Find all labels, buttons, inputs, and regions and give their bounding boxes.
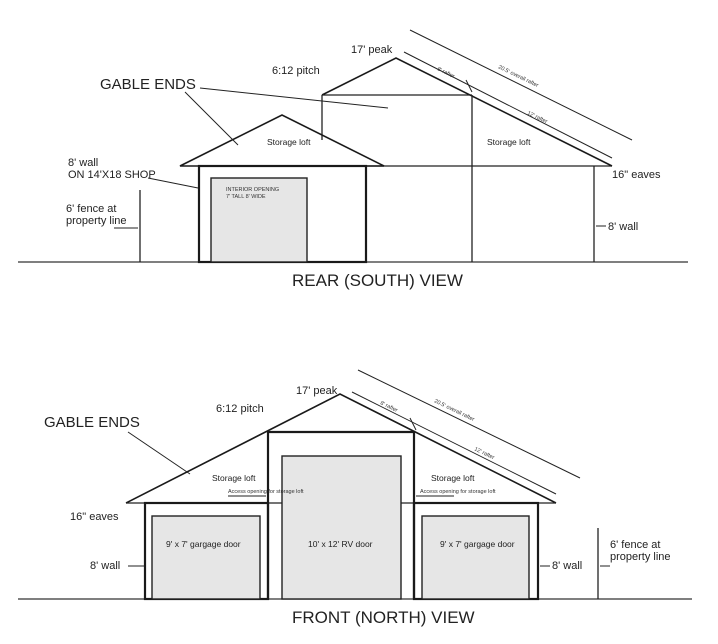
front-rafter-dim-tick (409, 417, 417, 431)
rear-rafter-dim-outer (409, 29, 633, 141)
rear-view: GABLE ENDS 17' peak 6:12 pitch 8' rafter… (18, 29, 688, 290)
front-right-door-label: 9' x 7' gargage door (440, 539, 515, 549)
front-gable-ends-label: GABLE ENDS (44, 414, 140, 431)
front-access-note-right: Access opening for storage loft (420, 489, 496, 495)
rear-rafter-12-label: 12' rafter (526, 110, 548, 125)
rear-gable-leader-2 (199, 87, 389, 109)
front-left-door-label: 9' x 7' gargage door (166, 539, 241, 549)
rear-view-title: REAR (SOUTH) VIEW (292, 271, 463, 290)
rear-pitch-label: 6:12 pitch (272, 65, 320, 77)
rear-shop-wall-label-1: 8' wall (68, 157, 98, 169)
front-peak-label: 17' peak (296, 385, 338, 397)
front-rafter-short-label: 8' rafter (379, 400, 398, 414)
front-view-title: FRONT (NORTH) VIEW (292, 608, 475, 627)
rear-peak-label: 17' peak (351, 44, 393, 56)
rear-storage-loft-right: Storage loft (487, 137, 531, 147)
front-access-note-left: Access opening for storage loft (228, 489, 304, 495)
rear-wall-label: 8' wall (608, 221, 638, 233)
front-view: GABLE ENDS 17' peak 6:12 pitch 8' rafter… (18, 369, 692, 627)
front-left-garage-door (151, 515, 261, 600)
front-right-garage-door (421, 515, 530, 600)
rear-fence-label-2: property line (66, 215, 127, 227)
rear-storage-loft-left: Storage loft (267, 137, 311, 147)
front-eaves-label: 16" eaves (70, 511, 119, 523)
front-rv-door (281, 455, 402, 600)
rear-main-roof (321, 57, 613, 167)
front-rafter-overall-label: 20.5' overall rafter (433, 398, 475, 423)
rear-gable-ends-label: GABLE ENDS (100, 76, 196, 93)
rear-interior-opening (210, 177, 308, 263)
front-wall-left-label: 8' wall (90, 560, 120, 572)
front-fence-label-2: property line (610, 551, 671, 563)
rear-fence-label-1: 6' fence at (66, 203, 116, 215)
rear-interior-opening-2: 7' TALL 8' WIDE (226, 194, 266, 200)
front-rafter-dim-outer (357, 369, 581, 479)
front-rv-door-label: 10' x 12' RV door (308, 539, 373, 549)
front-wall-right-label: 8' wall (552, 560, 582, 572)
rear-gable-leader-1 (184, 91, 239, 146)
front-main-roof (125, 393, 557, 504)
front-gable-leader (127, 431, 191, 475)
front-storage-loft-right: Storage loft (431, 473, 475, 483)
rear-shop-wall-label-2: ON 14'X18 SHOP (68, 169, 156, 181)
rear-rafter-short-label: 8' rafter (436, 66, 455, 80)
rear-rafter-dim-tick (465, 79, 473, 93)
front-pitch-label: 6:12 pitch (216, 403, 264, 415)
front-rafter-dim-inner (351, 391, 557, 495)
rear-shop-wall-leader (147, 177, 199, 189)
rear-eaves-label: 16" eaves (612, 169, 661, 181)
front-fence-label-1: 6' fence at (610, 539, 660, 551)
front-storage-loft-left: Storage loft (212, 473, 256, 483)
rear-interior-opening-1: INTERIOR OPENING (226, 187, 279, 193)
rear-rafter-dim-inner (403, 51, 613, 159)
